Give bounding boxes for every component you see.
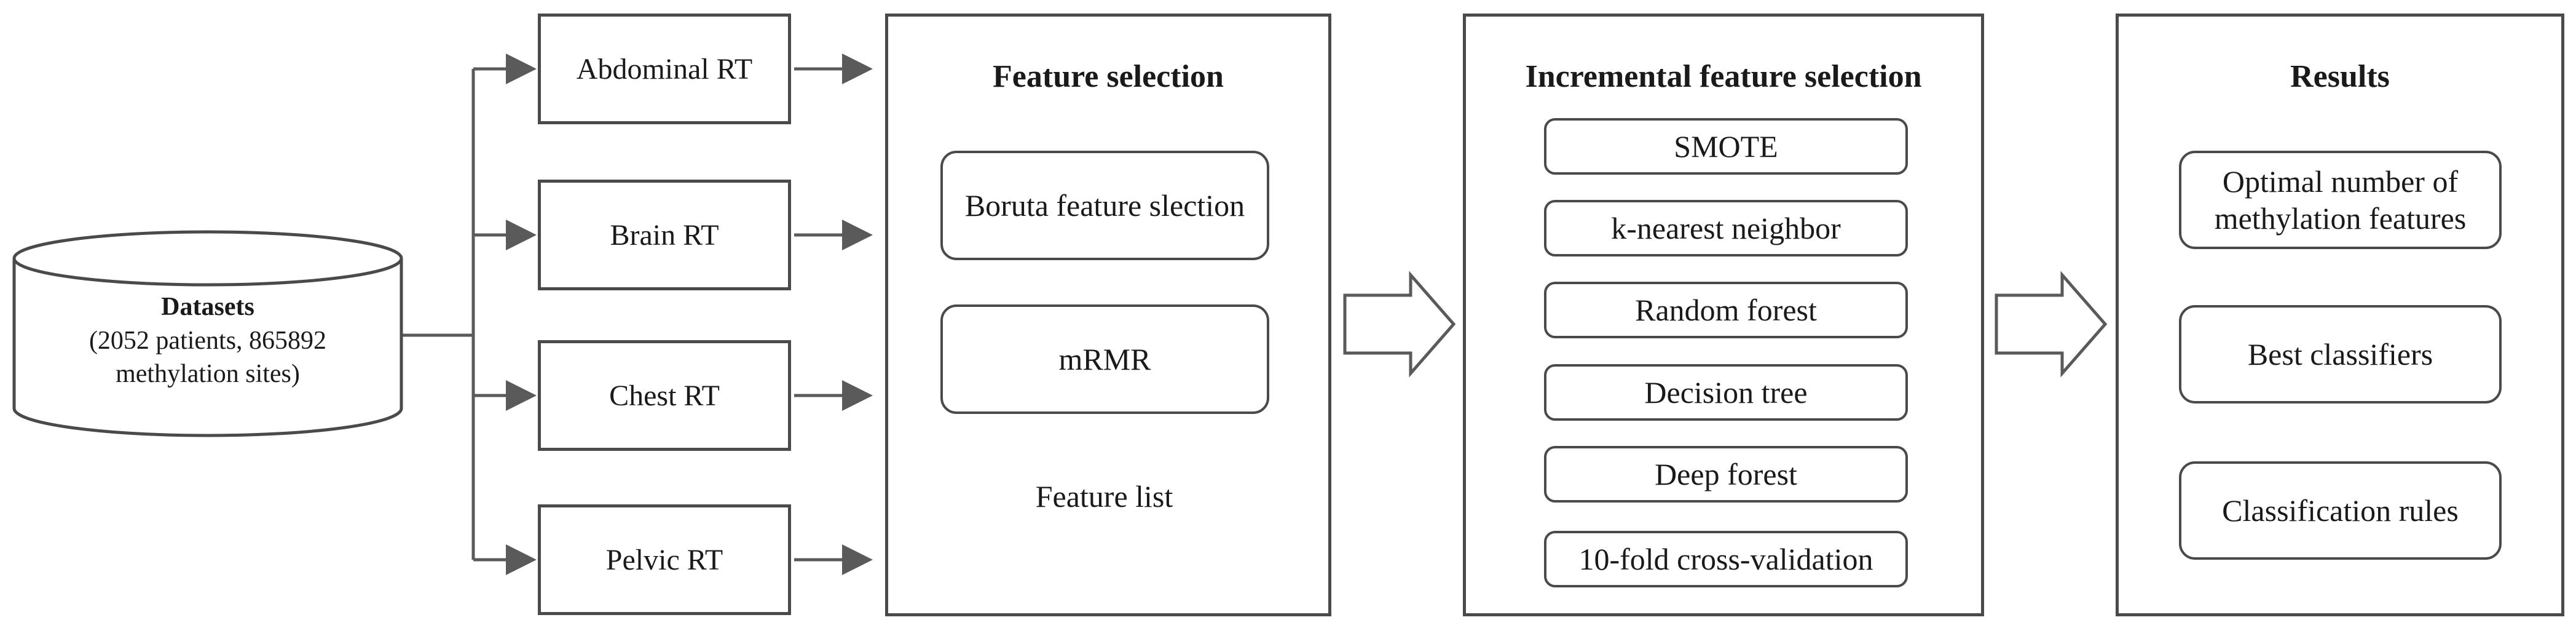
results-item-best-classifiers-label: Best classifiers: [2247, 337, 2433, 372]
ifs-item-knn-label: k-nearest neighbor: [1611, 211, 1841, 245]
datasets-database: Datasets (2052 patients, 865892 methylat…: [11, 229, 404, 441]
chest-rt-box: Chest RT: [538, 340, 791, 451]
pelvic-rt-label: Pelvic RT: [605, 543, 723, 576]
mrmr-step-box: mRMR: [940, 304, 1269, 414]
ifs-item-decision-tree: Decision tree: [1544, 364, 1908, 421]
boruta-step-label: Boruta feature slection: [964, 188, 1245, 223]
datasets-title: Datasets: [161, 293, 254, 321]
ifs-item-cross-validation-label: 10-fold cross-validation: [1578, 542, 1873, 576]
database-icon: [12, 230, 403, 437]
results-item-optimal-features-label: Optimal number of methylation features: [2214, 164, 2467, 236]
results-item-best-classifiers: Best classifiers: [2179, 305, 2502, 403]
brain-rt-label: Brain RT: [610, 218, 719, 252]
pelvic-rt-box: Pelvic RT: [538, 504, 791, 615]
block-arrow-ifs-to-results: [1995, 271, 2108, 378]
ifs-item-cross-validation: 10-fold cross-validation: [1544, 531, 1908, 587]
block-arrow-fs-to-ifs: [1343, 271, 1456, 378]
results-item-classification-rules: Classification rules: [2179, 461, 2502, 560]
results-item-optimal-features: Optimal number of methylation features: [2179, 151, 2502, 249]
results-title: Results: [2290, 59, 2390, 94]
mrmr-step-label: mRMR: [1058, 342, 1151, 376]
ifs-item-deep-forest-label: Deep forest: [1655, 457, 1797, 491]
chest-rt-label: Chest RT: [609, 379, 720, 412]
ifs-item-deep-forest: Deep forest: [1544, 446, 1908, 503]
feature-selection-title: Feature selection: [993, 59, 1224, 94]
brain-rt-box: Brain RT: [538, 180, 791, 290]
boruta-step-box: Boruta feature slection: [940, 151, 1269, 260]
results-item-classification-rules-label: Classification rules: [2222, 493, 2459, 528]
ifs-title: Incremental feature selection: [1525, 59, 1922, 94]
abdominal-rt-box: Abdominal RT: [538, 14, 791, 124]
ifs-item-knn: k-nearest neighbor: [1544, 200, 1908, 256]
ifs-item-smote: SMOTE: [1544, 118, 1908, 175]
datasets-detail-line1: (2052 patients, 865892: [89, 326, 327, 355]
ifs-item-decision-tree-label: Decision tree: [1644, 375, 1808, 410]
ifs-item-smote-label: SMOTE: [1674, 129, 1778, 164]
ifs-item-random-forest: Random forest: [1544, 282, 1908, 338]
abdominal-rt-label: Abdominal RT: [576, 52, 753, 85]
datasets-detail-line2: methylation sites): [116, 360, 300, 389]
feature-list-label: Feature list: [1035, 479, 1173, 514]
ifs-item-random-forest-label: Random forest: [1635, 293, 1817, 327]
